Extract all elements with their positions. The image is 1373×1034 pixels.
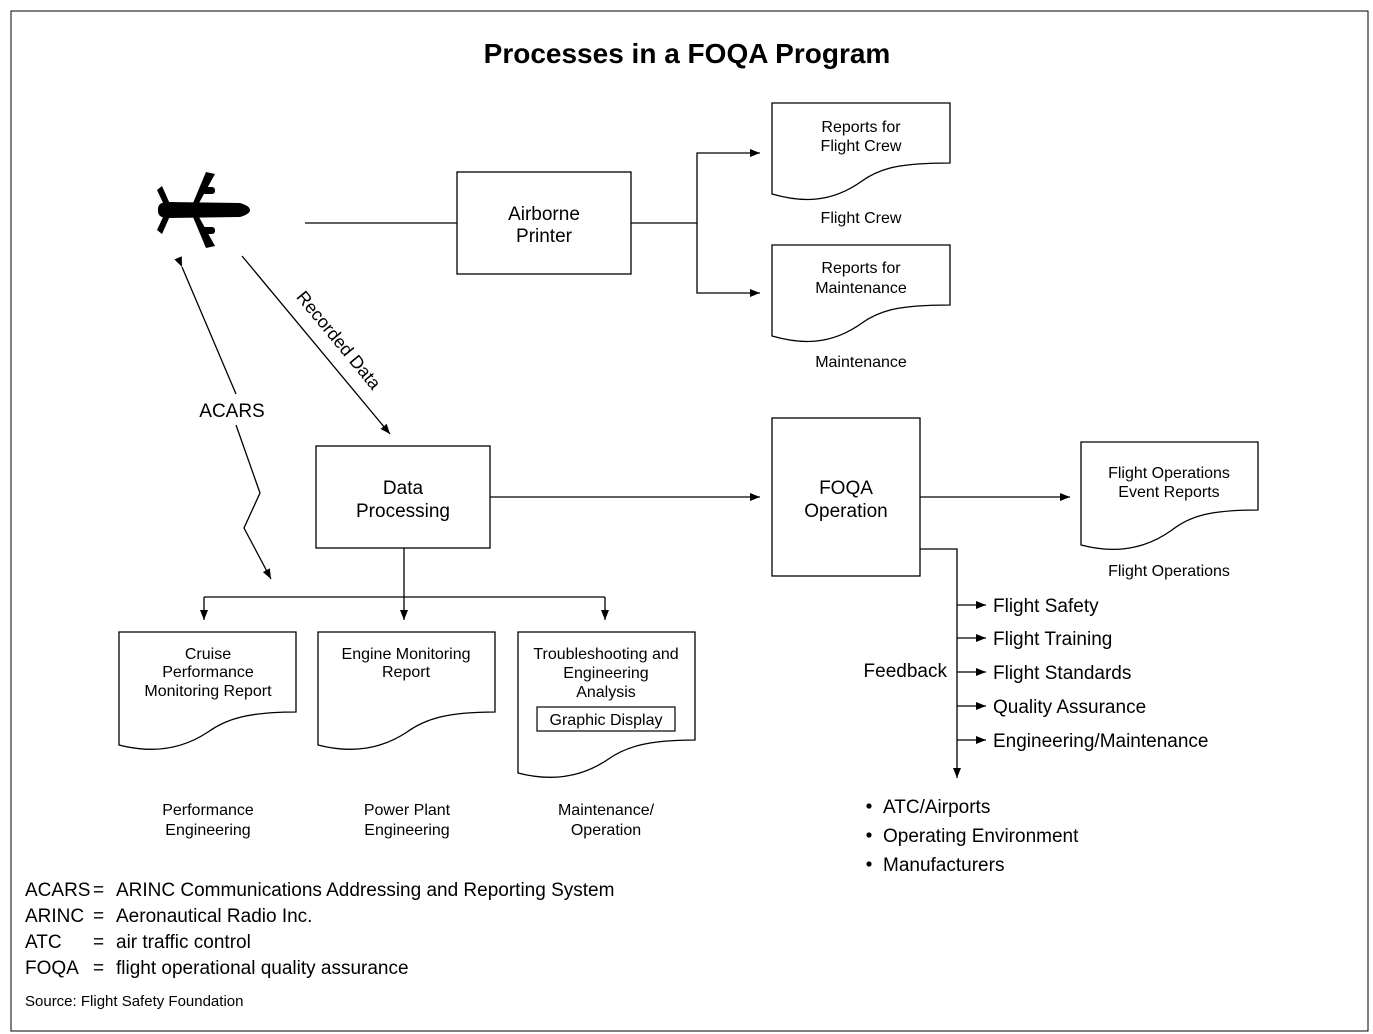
graphic-display-box	[536, 706, 676, 732]
legend-eq: =	[93, 880, 104, 901]
cruise-report-label-2: Performance	[162, 664, 254, 681]
feedback-trunk-arrow	[920, 548, 961, 778]
flight-ops-caption: Flight Operations	[1108, 563, 1230, 580]
engine-report-label-1: Engine Monitoring	[342, 646, 471, 663]
data-processing-label-2: Processing	[356, 501, 450, 522]
recorded-data-label: Recorded Data	[292, 287, 385, 394]
feedback-label: Feedback	[864, 661, 948, 682]
troubleshooting-report-document	[517, 631, 696, 778]
troubleshooting-label-3: Analysis	[576, 684, 636, 701]
bullet-manufacturers: Manufacturers	[883, 855, 1004, 876]
diagram-title: Processes in a FOQA Program	[484, 38, 891, 69]
maintenance-report-label-1: Reports for	[821, 260, 901, 277]
feedback-item-quality-assurance: Quality Assurance	[993, 697, 1146, 718]
maintenance-report-document	[771, 244, 951, 343]
legend-abbr: ATC	[25, 932, 62, 953]
acars-label: ACARS	[199, 401, 264, 422]
troubleshooting-caption-1: Maintenance/	[558, 802, 655, 819]
legend-def: air traffic control	[116, 932, 251, 953]
feedback-item-flight-standards: Flight Standards	[993, 663, 1131, 684]
maintenance-caption: Maintenance	[815, 354, 907, 371]
airborne-printer-label-2: Printer	[516, 226, 573, 247]
feedback-item-flight-training: Flight Training	[993, 629, 1112, 650]
feedback-item-engineering-maintenance: Engineering/Maintenance	[993, 731, 1209, 752]
legend-abbr: FOQA	[25, 958, 79, 979]
bullet-atc-airports: ATC/Airports	[883, 797, 990, 818]
legend-abbr: ARINC	[25, 906, 84, 927]
flight-crew-report-document	[771, 102, 951, 201]
airplane-icon	[157, 172, 250, 248]
acars-link-upper	[174, 256, 237, 395]
abbreviation-legend: ACARS = ARINC Communications Addressing …	[25, 880, 614, 979]
engine-caption-2: Engineering	[364, 822, 449, 839]
printer-to-flight-crew-arrow	[631, 149, 760, 224]
flight-crew-report-label-2: Flight Crew	[821, 138, 902, 155]
acars-link-lower	[235, 424, 272, 580]
troubleshooting-caption-2: Operation	[571, 822, 641, 839]
airborne-printer-box	[456, 171, 632, 275]
foqa-operation-box	[771, 417, 921, 577]
flight-ops-reports-label-2: Event Reports	[1118, 484, 1219, 501]
flight-ops-reports-label-1: Flight Operations	[1108, 465, 1230, 482]
bullet-dot	[866, 803, 872, 809]
cruise-report-label-3: Monitoring Report	[144, 683, 272, 700]
troubleshooting-label-1: Troubleshooting and	[533, 646, 678, 663]
source-note: Source: Flight Safety Foundation	[25, 993, 243, 1010]
foqa-operation-label-2: Operation	[804, 501, 887, 522]
troubleshooting-label-2: Engineering	[563, 665, 648, 682]
foqa-operation-label-1: FOQA	[819, 478, 873, 499]
legend-def: Aeronautical Radio Inc.	[116, 906, 312, 927]
cruise-caption-1: Performance	[162, 802, 254, 819]
engine-report-document	[317, 631, 496, 750]
printer-to-maintenance-arrow	[696, 223, 760, 297]
graphic-display-label: Graphic Display	[550, 712, 663, 729]
bullet-dot	[866, 861, 872, 867]
cruise-caption-2: Engineering	[165, 822, 250, 839]
figure-frame	[10, 10, 1369, 1032]
legend-abbr: ACARS	[25, 880, 90, 901]
cruise-report-document	[118, 631, 297, 750]
cruise-report-label-1: Cruise	[185, 646, 231, 663]
engine-caption-1: Power Plant	[364, 802, 451, 819]
feedback-item-flight-safety: Flight Safety	[993, 596, 1099, 617]
flight-crew-report-label-1: Reports for	[821, 119, 901, 136]
flight-crew-caption: Flight Crew	[821, 210, 902, 227]
airborne-printer-label-1: Airborne	[508, 204, 580, 225]
flight-ops-event-reports-document	[1080, 441, 1259, 551]
legend-def: flight operational quality assurance	[116, 958, 409, 979]
data-processing-box	[315, 445, 491, 549]
data-processing-label-1: Data	[383, 478, 424, 499]
legend-def: ARINC Communications Addressing and Repo…	[116, 880, 614, 901]
legend-eq: =	[93, 906, 104, 927]
legend-eq: =	[93, 932, 104, 953]
engine-report-label-2: Report	[382, 664, 431, 681]
bullet-dot	[866, 832, 872, 838]
bullet-operating-environment: Operating Environment	[883, 826, 1079, 847]
recorded-data-arrow	[241, 255, 391, 435]
legend-eq: =	[93, 958, 104, 979]
maintenance-report-label-2: Maintenance	[815, 280, 907, 297]
